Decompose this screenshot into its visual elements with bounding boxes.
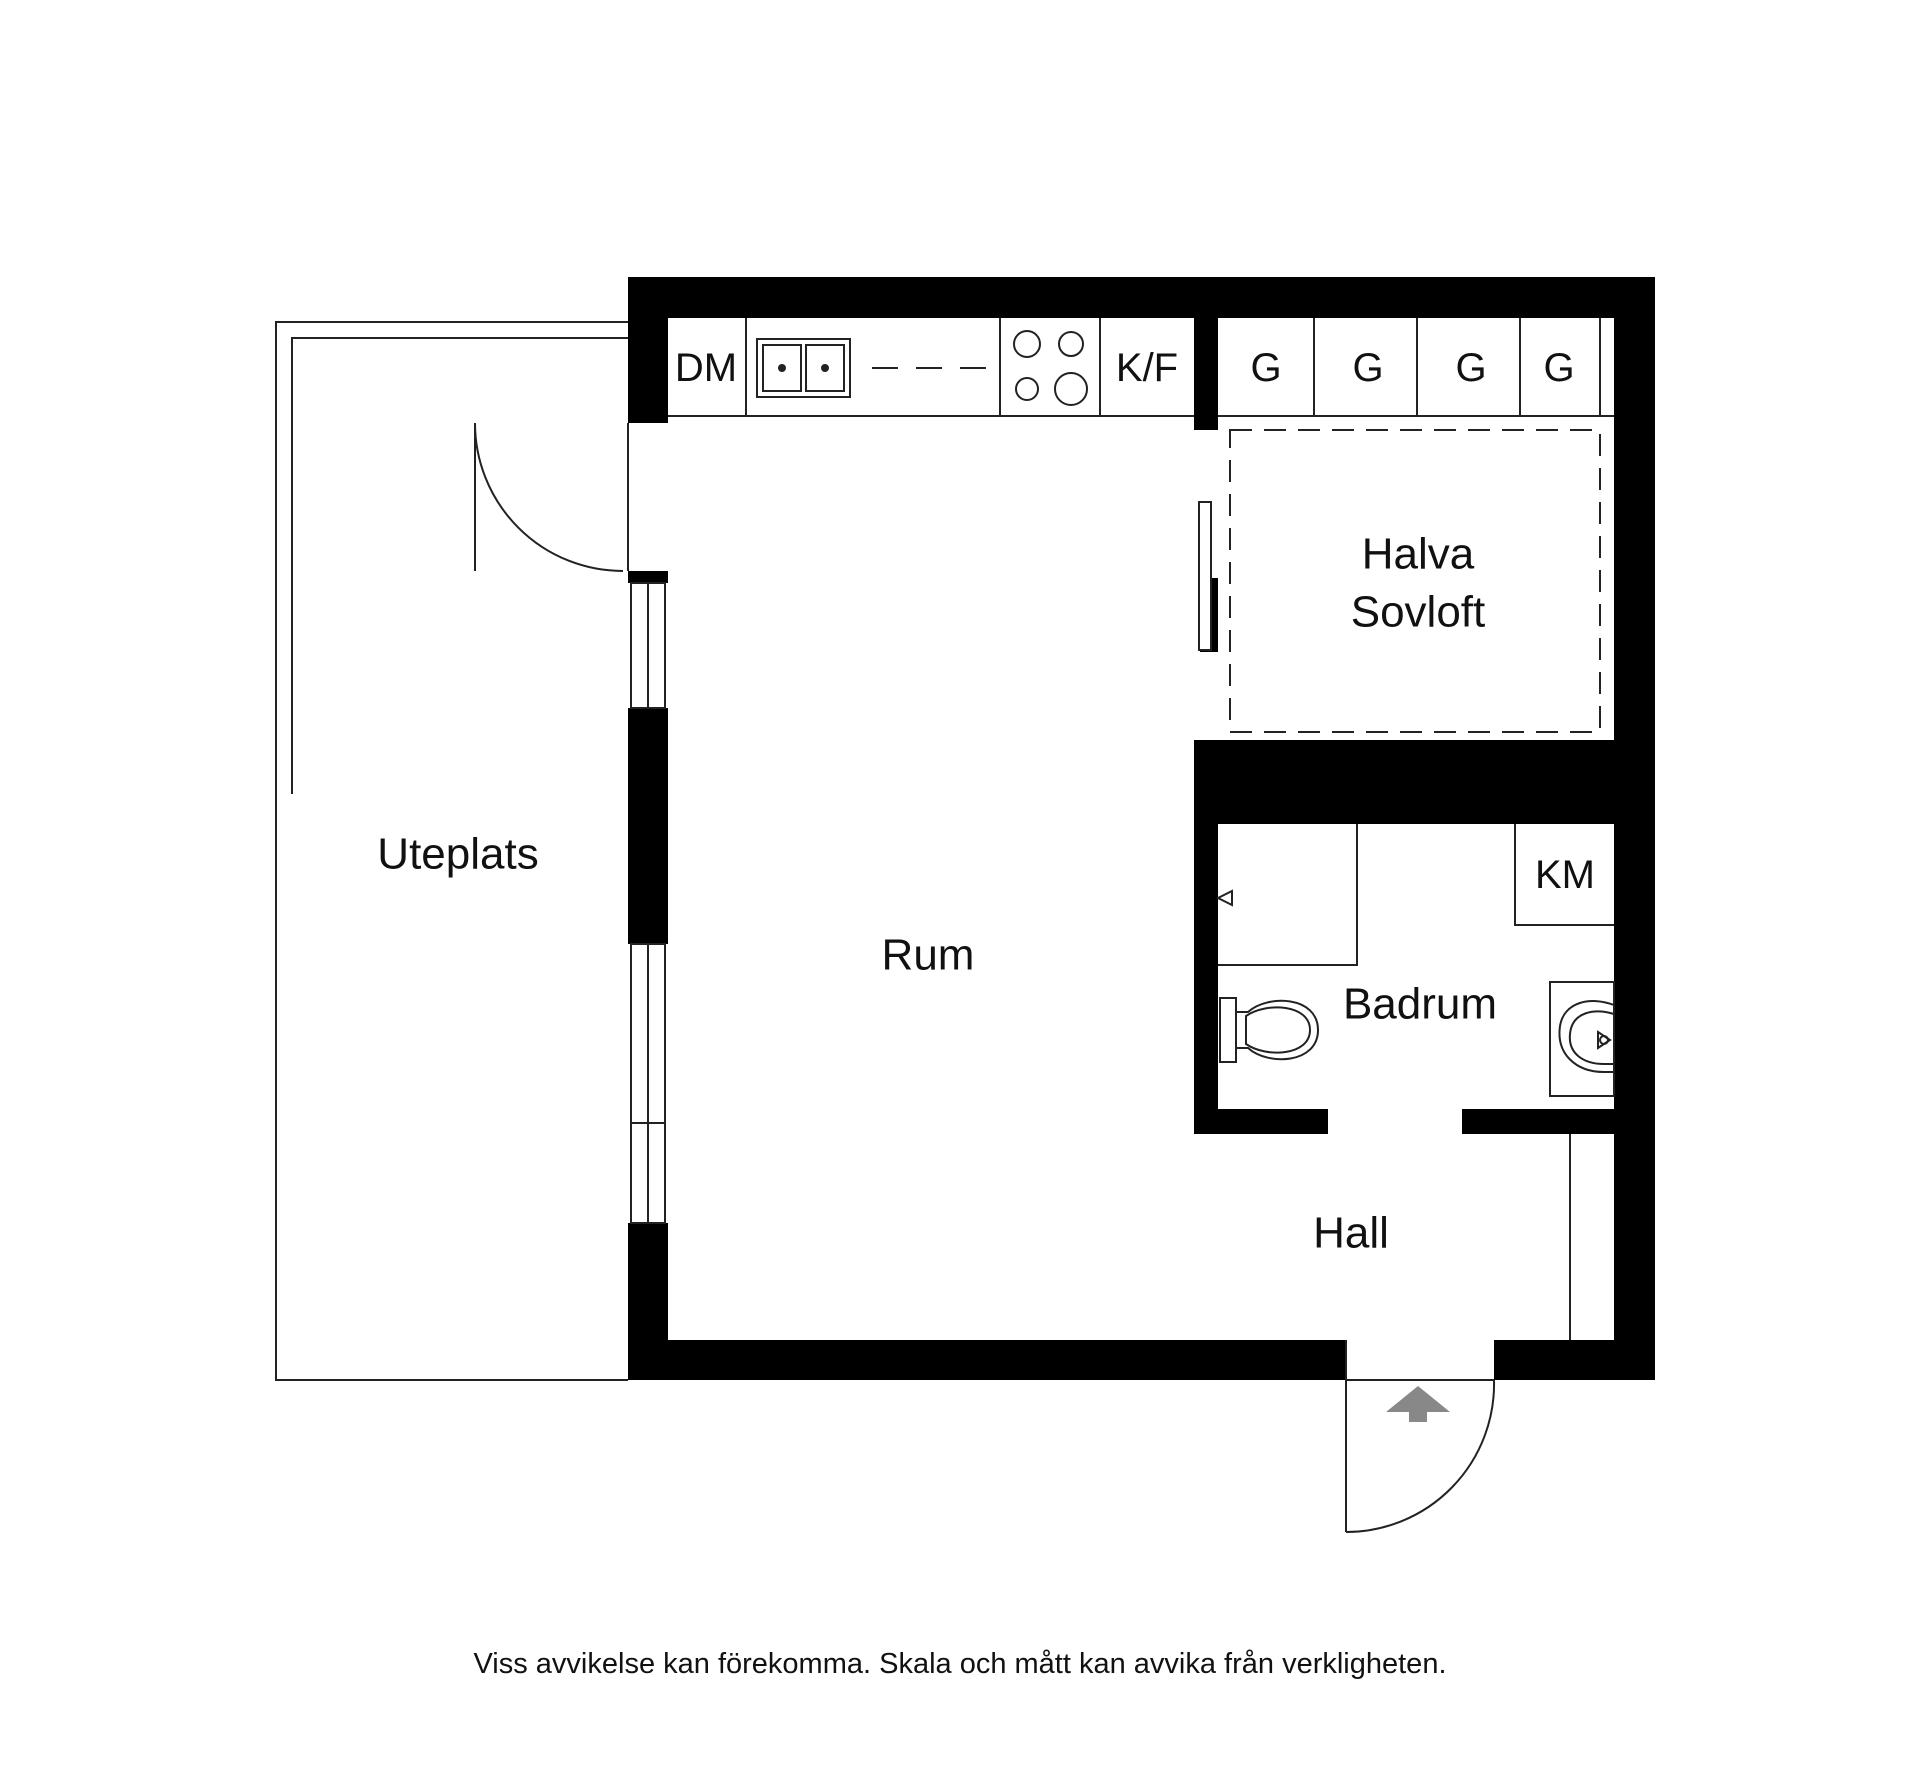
loft-ladder (1198, 501, 1212, 651)
entrance-door (1345, 1340, 1496, 1533)
fixture-label-g2: G (1352, 346, 1384, 390)
washer-box (1514, 824, 1614, 926)
wall-loft-bath (1194, 740, 1655, 824)
fixture-label-g1: G (1250, 346, 1282, 390)
toilet-tank (1219, 997, 1237, 1063)
room-label-hall: Hall (1313, 1208, 1389, 1258)
wall-bath-bottom-left (1194, 1109, 1328, 1134)
wall-left-mid-a (628, 571, 668, 583)
wall-loft-divider (1194, 318, 1218, 430)
toilet-bowl-icon (1236, 999, 1320, 1061)
fixture-label-kf: K/F (1115, 346, 1179, 390)
room-label-halva: Halva (1361, 529, 1475, 579)
wardrobes (1218, 318, 1614, 417)
fixture-label-g4: G (1543, 346, 1575, 390)
wall-left-top (628, 277, 668, 423)
walls (628, 277, 1655, 1380)
wall-left-bottom (628, 1223, 668, 1380)
wall-bottom-right (1494, 1340, 1655, 1380)
fixture-label-km: KM (1535, 853, 1595, 897)
washbasin-counter (1549, 981, 1615, 1097)
room-label-badrum: Badrum (1342, 979, 1498, 1029)
stove-icon (1013, 330, 1088, 406)
entrance-arrow-icon (1386, 1386, 1450, 1422)
shower-drain-icon (1215, 889, 1233, 907)
sink-icon (756, 338, 851, 398)
wall-left-mid-b (628, 708, 668, 944)
fixture-label-g3: G (1455, 346, 1487, 390)
terrace-door (474, 422, 629, 572)
wall-right (1614, 277, 1655, 1380)
wall-top (628, 277, 1655, 318)
room-label-uteplats: Uteplats (377, 829, 539, 879)
washbasin-icon (1558, 1000, 1615, 1073)
terrace-outline (275, 321, 628, 1381)
bathroom-fixtures (1215, 824, 1615, 1097)
wall-bath-left (1194, 740, 1218, 1134)
windows (630, 582, 666, 1224)
room-label-sovloft: Sovloft (1350, 587, 1486, 637)
shower-area (1218, 824, 1358, 966)
fixture-label-dm: DM (674, 346, 738, 390)
half-loft-area (1229, 429, 1601, 733)
room-label-rum: Rum (881, 930, 975, 980)
wall-bottom-left (628, 1340, 1346, 1380)
kitchen-counter (668, 318, 1194, 417)
disclaimer-text: Viss avvikelse kan förekomma. Skala och … (473, 1648, 1447, 1680)
wall-bath-bottom-right (1462, 1109, 1655, 1134)
